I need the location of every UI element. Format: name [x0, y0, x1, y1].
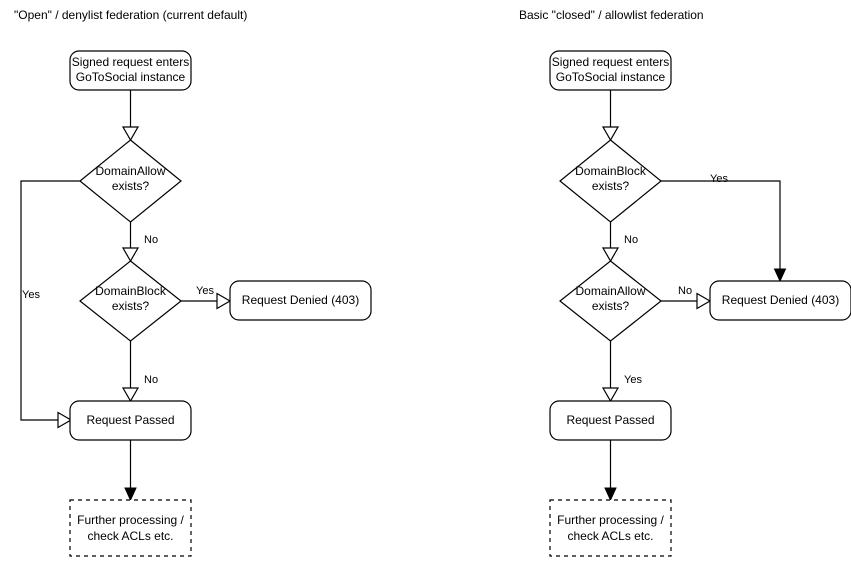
node-request-denied-right-shape	[709, 280, 851, 321]
node-decision-domainblock-right-label-line1: DomainBlock	[575, 164, 647, 178]
edge-label-domainblock-no-right: No	[624, 234, 638, 246]
node-start-left: Signed request enters GoToSocial instanc…	[69, 50, 192, 91]
node-decision-domainblock-left: DomainBlock exists?	[79, 260, 182, 342]
node-request-denied-left-shape	[229, 280, 372, 321]
node-further-processing-left-label-line1: Further processing /	[77, 513, 184, 527]
edge-domainblock-yes-right: Yes	[661, 173, 787, 283]
node-decision-domainallow-right-label-line2: exists?	[592, 299, 630, 313]
node-request-passed-right: Request Passed	[549, 400, 672, 441]
edge-label-domainblock-yes-right: Yes	[710, 173, 728, 185]
arrowhead-open-icon	[121, 247, 140, 263]
node-further-processing-right-label-line1: Further processing /	[557, 513, 664, 527]
arrowhead-open-icon	[121, 387, 140, 403]
edge-label-domainallow-yes-right: Yes	[624, 374, 642, 386]
node-decision-domainblock-left-label-line1: DomainBlock	[95, 284, 167, 298]
edge-passed-to-further-right	[604, 440, 617, 502]
edge-domainallow-no-left: No	[121, 222, 158, 263]
node-decision-domainblock-left-label-line2: exists?	[112, 299, 150, 313]
arrowhead-open-icon	[601, 247, 620, 263]
node-further-processing-right: Further processing / check ACLs etc.	[549, 499, 672, 557]
arrowhead-open-icon	[601, 387, 620, 403]
arrowhead-open-icon	[601, 126, 620, 142]
node-decision-domainallow-left-label-line1: DomainAllow	[95, 164, 165, 178]
diagram-open-denylist: "Open" / denylist federation (current de…	[14, 8, 372, 557]
edge-domainblock-yes-left: Yes	[181, 285, 232, 310]
node-start-right-label-line1: Signed request enters	[552, 55, 669, 69]
node-decision-domainblock-right: DomainBlock exists?	[559, 139, 662, 223]
node-start-right: Signed request enters GoToSocial instanc…	[549, 50, 672, 91]
edge-passed-to-further-left	[124, 440, 137, 502]
edge-label-domainblock-no-left: No	[144, 374, 158, 386]
edge-domainblock-no-right: No	[601, 222, 638, 263]
node-request-denied-left: Request Denied (403)	[229, 280, 372, 321]
node-start-left-label-line2: GoToSocial instance	[76, 70, 186, 84]
node-further-processing-left: Further processing / check ACLs etc.	[69, 499, 192, 557]
node-request-passed-left-label: Request Passed	[86, 413, 174, 427]
edge-label-domainallow-yes-left: Yes	[22, 289, 40, 301]
node-further-processing-right-label-line2: check ACLs etc.	[567, 529, 653, 543]
edge-domainallow-yes-left-path	[20, 180, 80, 421]
edge-domainblock-no-left: No	[121, 341, 158, 403]
node-decision-domainallow-left: DomainAllow exists?	[79, 139, 182, 223]
diagram-title-open-denylist: "Open" / denylist federation (current de…	[14, 8, 247, 22]
node-request-denied-right-label: Request Denied (403)	[722, 293, 839, 307]
arrowhead-open-icon	[121, 126, 140, 142]
node-start-right-label-line2: GoToSocial instance	[556, 70, 666, 84]
node-request-denied-right: Request Denied (403)	[709, 280, 851, 321]
node-decision-domainblock-right-label-line2: exists?	[592, 179, 630, 193]
arrowhead-solid-icon	[773, 268, 787, 283]
arrowhead-open-icon	[57, 411, 73, 429]
node-request-denied-left-label: Request Denied (403)	[242, 293, 359, 307]
edge-domainallow-no-right: No	[661, 285, 712, 310]
edge-label-domainallow-no-right: No	[678, 285, 692, 297]
node-decision-domainallow-right-label-line1: DomainAllow	[575, 284, 645, 298]
node-decision-domainallow-left-label-line2: exists?	[112, 179, 150, 193]
edge-label-domainblock-yes-left: Yes	[196, 285, 214, 297]
node-further-processing-left-shape	[69, 499, 192, 557]
edge-domainallow-yes-left: Yes	[20, 180, 80, 429]
diagram-closed-allowlist: Basic "closed" / allowlist federation Si…	[519, 8, 851, 557]
node-further-processing-right-shape	[549, 499, 672, 557]
node-request-passed-left: Request Passed	[69, 400, 192, 441]
arrowhead-open-icon	[216, 292, 232, 310]
edge-start-to-domainallow-left	[121, 90, 140, 142]
node-decision-domainallow-right: DomainAllow exists?	[559, 260, 662, 342]
node-request-passed-right-label: Request Passed	[566, 413, 654, 427]
edge-domainallow-yes-right: Yes	[601, 341, 642, 403]
node-start-left-label-line1: Signed request enters	[72, 55, 189, 69]
arrowhead-solid-icon	[124, 487, 137, 502]
edge-start-to-domainblock-right	[601, 90, 620, 142]
node-further-processing-left-label-line2: check ACLs etc.	[87, 529, 173, 543]
edge-domainblock-yes-right-path	[661, 180, 781, 275]
arrowhead-open-icon	[696, 292, 712, 310]
edge-label-domainallow-no-left: No	[144, 234, 158, 246]
diagram-title-closed-allowlist: Basic "closed" / allowlist federation	[519, 8, 704, 22]
arrowhead-solid-icon	[604, 487, 617, 502]
